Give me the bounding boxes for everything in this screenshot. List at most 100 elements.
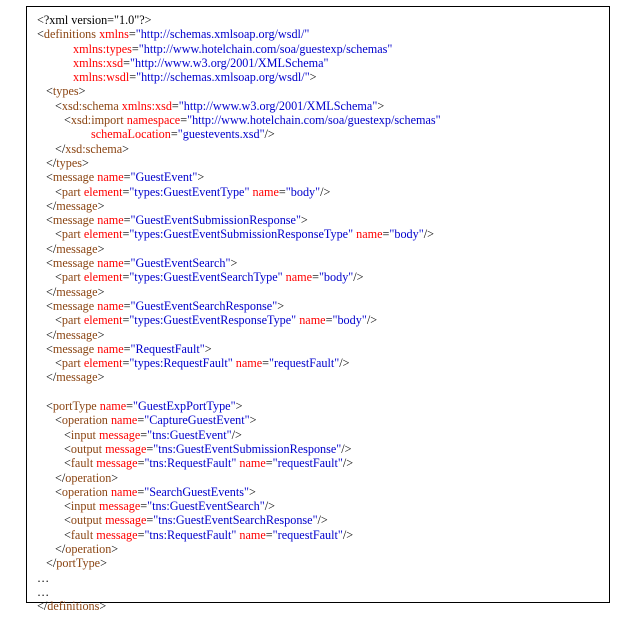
code-token-punct: /> [231,427,242,442]
code-token-tag: part [61,184,81,199]
code-token-punct: /> [317,513,328,528]
code-token-val: "tns:GuestEvent" [147,427,232,442]
code-line: </types> [37,156,603,170]
code-line: <output message="tns:GuestEventSearchRes… [37,513,603,527]
code-token-attr: message [105,441,147,456]
code-token-punct: = [146,441,154,456]
code-line: </portType> [37,556,603,570]
code-token-punct: = [123,170,131,185]
code-token-punct: < [46,256,53,271]
code-token-punct: = [122,227,130,242]
code-line: xmlns:types="http://www.hotelchain.com/s… [37,42,603,56]
wsdl-code-listing: <?xml version="1.0"?><definitions xmlns=… [37,13,603,613]
code-token-attr: element [83,184,123,199]
code-token-val: "requestFault" [272,527,343,542]
code-token-val: "http://schemas.xmlsoap.org/wsdl/" [135,27,310,42]
code-token-punct: < [64,113,71,128]
code-token-attr: message [96,456,138,471]
code-line: </message> [37,328,603,342]
code-token-val: "body" [285,184,321,199]
code-line: </message> [37,285,603,299]
code-token-attr: xmlns:xsd [73,55,124,70]
code-token-tag: message [56,370,98,385]
code-token-punct: /> [320,184,331,199]
code-token-tag: message [52,213,95,228]
code-line: <output message="tns:GuestEventSubmissio… [37,442,603,456]
code-token-tag: input [70,427,96,442]
code-token-punct: > [99,599,107,614]
code-token-tag: part [61,270,81,285]
code-token-val: "GuestEventSearch" [130,256,231,271]
code-token-val: "body" [332,313,367,328]
code-token-attr: element [83,313,123,328]
code-token-tag: output [70,513,103,528]
code-token-punct: = [265,527,273,542]
code-token-val: "body" [318,270,354,285]
code-token-punct: = [325,313,333,328]
code-line: <part element="types:GuestEventType" nam… [37,185,603,199]
code-token-tag: operation [65,541,112,556]
code-token-attr: name [97,213,124,228]
code-token-tag: part [61,227,81,242]
code-token-attr: message [105,513,147,528]
code-token-punct: /> [264,127,275,142]
code-token-punct: = [123,256,131,271]
code-token-attr: name [110,484,138,499]
code-line: <fault message="tns:RequestFault" name="… [37,528,603,542]
code-token-punct: = [137,527,145,542]
code-line: <portType name="GuestExpPortType"> [37,399,603,413]
code-token-punct: = [126,399,134,414]
code-line: </definitions> [37,599,603,613]
code-token-punct: < [46,170,53,185]
code-token-tag: types [52,84,79,99]
code-token-tag: fault [70,527,94,542]
code-token-punct: </ [55,141,66,156]
code-token-punct: < [55,484,62,499]
code-token-val: "GuestEvent" [130,170,198,185]
code-token-punct: = [382,227,390,242]
code-token-punct: > [230,256,238,271]
code-token-punct: < [55,413,62,428]
code-line: <definitions xmlns="http://schemas.xmlso… [37,27,603,41]
code-token-val: "types:RequestFault" [129,356,233,371]
code-line: </message> [37,199,603,213]
code-token-val: "http://schemas.xmlsoap.org/wsdl/" [136,70,310,85]
code-token-punct: = [140,499,148,514]
code-token-attr: name [97,341,124,356]
code-line: <message name="GuestEvent"> [37,170,603,184]
code-token-punct: < [46,84,53,99]
code-token-tag: fault [70,456,94,471]
code-token-punct: > [309,70,317,85]
code-token-punct: > [97,198,105,213]
code-token-attr: name [252,184,279,199]
code-line: </xsd:schema> [37,142,603,156]
code-line: <operation name="SearchGuestEvents"> [37,485,603,499]
code-line: </operation> [37,542,603,556]
code-token-punct: > [277,298,285,313]
code-line: <operation name="CaptureGuestEvent"> [37,413,603,427]
code-token-punct: /> [342,456,354,471]
code-line: schemaLocation="guestevents.xsd"/> [37,127,603,141]
code-token-attr: xmlns:wsdl [73,70,130,85]
code-token-punct: > [111,541,119,556]
code-token-punct: > [97,241,105,256]
code-token-punct: </ [46,327,57,342]
code-token-punct: /> [342,527,354,542]
code-token-punct: > [97,370,105,385]
code-line: </message> [37,370,603,384]
code-token-punct: = [123,298,131,313]
code-token-punct: = [170,127,178,142]
code-token-attr: name [110,413,138,428]
code-token-tag: message [56,198,98,213]
code-token-punct: > [377,98,385,113]
code-token-val: "guestevents.xsd" [177,127,265,142]
code-token-punct: = [278,184,286,199]
code-token-tag: portType [56,556,101,571]
code-token-tag: definitions [47,599,100,614]
code-token-punct: /> [366,313,378,328]
code-token-tag: types [56,155,82,170]
code-token-attr: element [83,227,123,242]
code-token-attr: name [235,356,263,371]
code-token-attr: xmlns:xsd [121,98,172,113]
code-token-tag: xsd:import [70,113,124,128]
